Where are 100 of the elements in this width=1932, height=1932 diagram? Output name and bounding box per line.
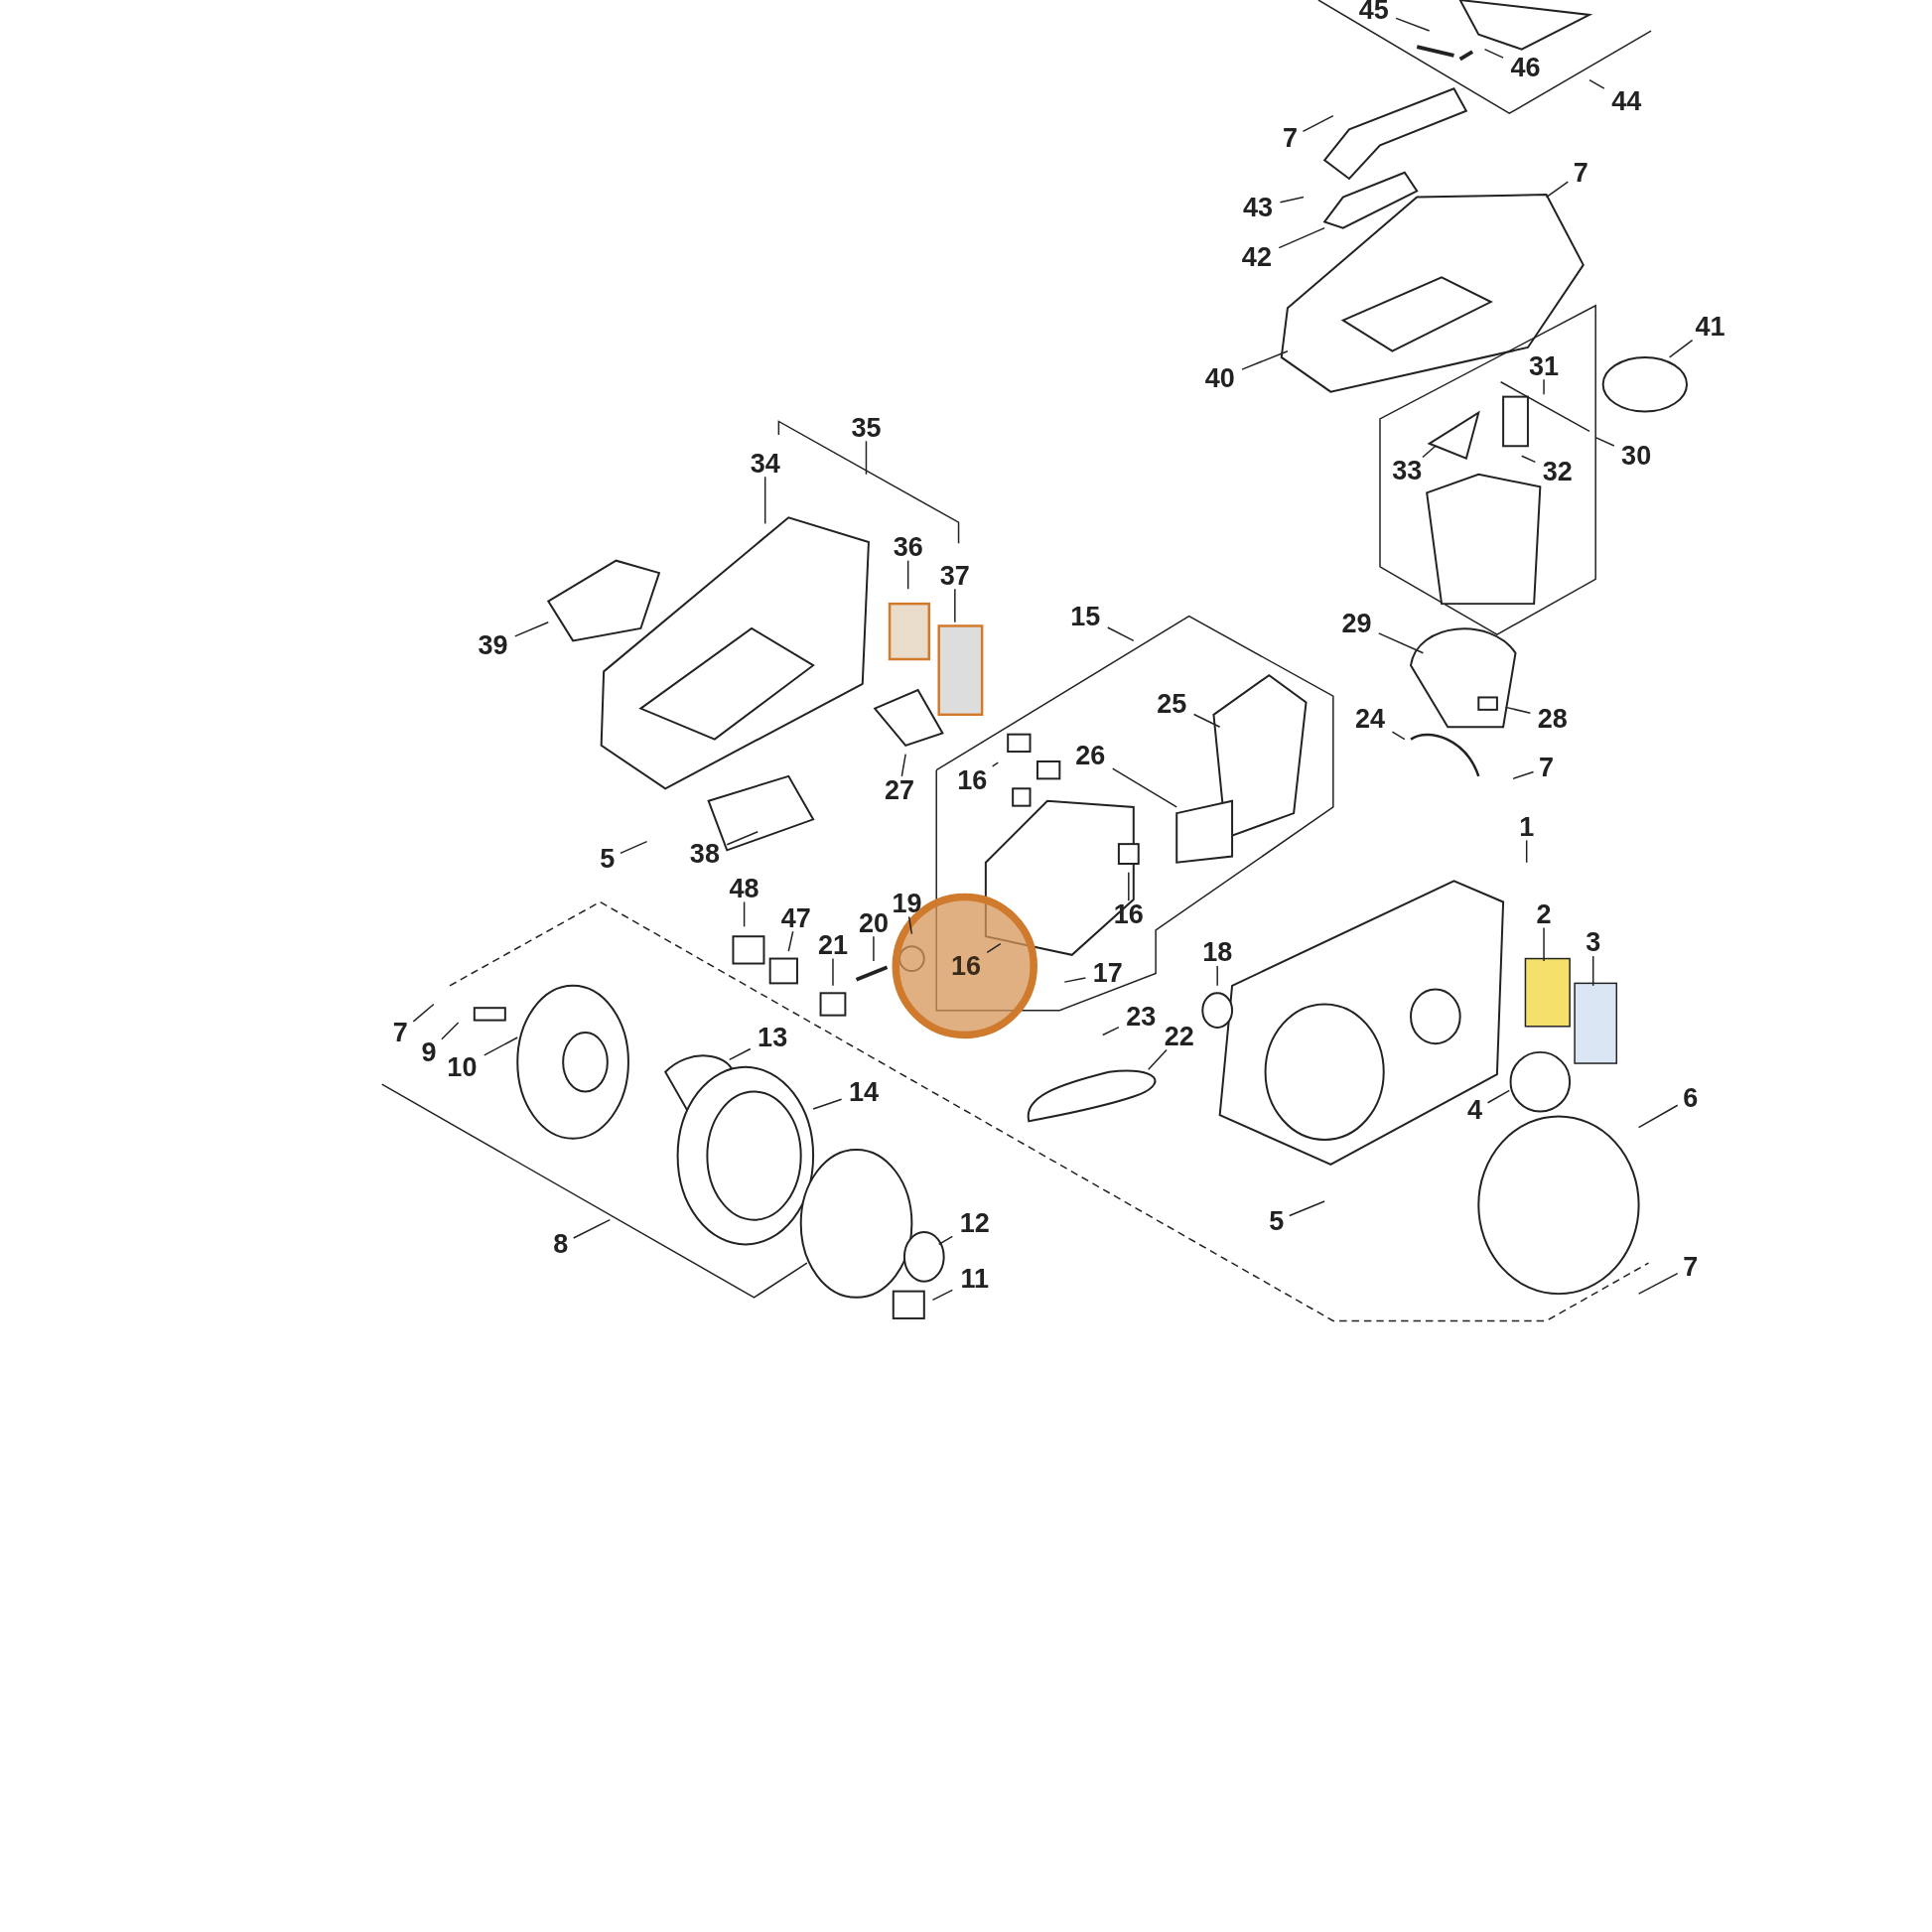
callout-number: 7 (392, 1019, 408, 1046)
leader-line (906, 559, 909, 590)
callout-number: 31 (1529, 352, 1560, 380)
callout-number: 40 (1204, 364, 1235, 392)
leader-line (412, 1003, 435, 1023)
leader-line (1302, 114, 1334, 133)
callout-number: 7 (1573, 159, 1588, 187)
leader-line (1102, 1026, 1120, 1036)
callout-number: 46 (1510, 54, 1541, 81)
callout-number: 35 (851, 414, 882, 442)
callout-number: 19 (892, 890, 922, 917)
leader-line (514, 621, 550, 637)
leader-line (1241, 349, 1289, 370)
callout-number: 16 (957, 766, 988, 794)
leader-line (954, 588, 956, 623)
leader-line (1216, 965, 1218, 987)
callout-number: 13 (758, 1024, 788, 1051)
leader-line (1289, 1200, 1325, 1217)
callout-number: 36 (893, 533, 923, 561)
leader-line (1504, 706, 1532, 714)
leader-line (1594, 436, 1615, 447)
callout-number: 16 (951, 952, 981, 980)
leader-line (907, 915, 913, 935)
leader-line (1483, 48, 1504, 59)
callout-number: 20 (858, 909, 889, 937)
leader-line (1063, 977, 1087, 983)
leader-line (865, 440, 868, 476)
leader-line (1279, 196, 1305, 204)
callout-number: 28 (1537, 705, 1568, 733)
leader-line (986, 942, 1002, 954)
leader-line (1391, 731, 1406, 741)
callout-number: 29 (1341, 610, 1372, 637)
callout-number: 22 (1164, 1023, 1194, 1050)
leader-line (900, 753, 906, 777)
leader-line (1422, 445, 1437, 459)
callout-number: 7 (1539, 754, 1555, 781)
leader-line (1395, 17, 1431, 32)
callout-number: 9 (421, 1038, 437, 1066)
callout-number: 15 (1070, 603, 1101, 630)
callout-number: 38 (689, 840, 720, 868)
callout-number: 12 (959, 1209, 990, 1237)
callout-number: 39 (478, 631, 508, 659)
callout-number: 45 (1358, 0, 1389, 24)
callout-number: 8 (553, 1230, 569, 1258)
callout-number: 6 (1683, 1084, 1699, 1112)
callout-number: 24 (1355, 705, 1386, 733)
leader-line (572, 1218, 612, 1239)
leader-line (1111, 767, 1177, 808)
leader-line (1486, 1089, 1511, 1104)
callout-number: 4 (1467, 1096, 1483, 1124)
leader-line (1278, 226, 1325, 249)
leader-line (1525, 839, 1528, 864)
callout-number: 17 (1092, 959, 1123, 987)
leader-line (937, 1235, 954, 1246)
leader-line (1637, 1104, 1679, 1129)
callout-number: 41 (1695, 313, 1725, 341)
callout-number: 5 (1269, 1207, 1285, 1235)
leader-line (620, 840, 648, 855)
leader-line (441, 1022, 460, 1040)
leader-line (1543, 926, 1545, 962)
callout-number: 26 (1075, 742, 1106, 769)
callout-number: 10 (447, 1053, 478, 1081)
leader-line (1637, 1272, 1679, 1295)
leader-line (1512, 770, 1535, 780)
leader-line (726, 830, 759, 846)
leader-line (1543, 378, 1545, 395)
callout-number: 7 (1282, 124, 1298, 152)
leader-line (1192, 713, 1221, 728)
leader-line (483, 1036, 518, 1056)
leader-line (991, 761, 999, 767)
leader-line (1545, 181, 1569, 199)
callout-number: 2 (1536, 900, 1552, 928)
callout-number: 27 (884, 776, 914, 803)
callout-number: 48 (729, 875, 759, 902)
callout-number: 21 (817, 931, 848, 959)
callout-number: 33 (1392, 457, 1423, 484)
leader-line (763, 476, 766, 525)
callout-number: 23 (1126, 1003, 1157, 1031)
callout-number: 14 (848, 1078, 879, 1106)
leader-line (812, 1098, 843, 1110)
leader-line (728, 1047, 752, 1061)
callout-number: 5 (600, 845, 616, 873)
callout-number: 37 (939, 562, 970, 590)
callout-number: 7 (1683, 1253, 1699, 1281)
callout-number: 18 (1202, 938, 1233, 966)
leader-line (1588, 78, 1605, 89)
callout-number: 1 (1519, 813, 1535, 841)
leader-line (873, 935, 875, 962)
leader-line (1147, 1048, 1168, 1070)
callout-number: 42 (1241, 243, 1272, 271)
leader-line (1106, 626, 1135, 642)
leader-line (1591, 955, 1594, 987)
callout-number: 16 (1113, 900, 1144, 928)
leader-line (1520, 455, 1537, 464)
callout-number: 44 (1611, 87, 1642, 115)
leader-line (787, 930, 794, 952)
callout-number: 34 (750, 450, 780, 478)
leader-line (1128, 871, 1130, 901)
callout-number: 32 (1542, 458, 1573, 485)
callout-number: 47 (780, 904, 811, 932)
